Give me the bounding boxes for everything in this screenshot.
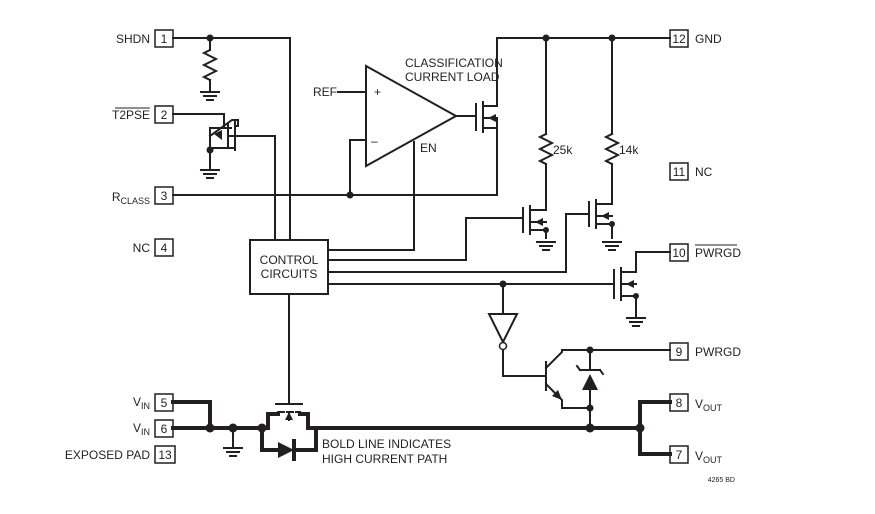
opamp-feedback [349,139,367,196]
npn-transistor [544,346,671,409]
pin-vin-sub: IN [141,427,150,437]
pin-exposed-pad: EXPOSED PAD 13 [65,445,176,464]
pin-rclass-sub: CLASS [120,196,150,206]
pin-box [669,342,689,361]
pin-rclass: RCLASS 3 [112,186,174,206]
resistor-14k-label: 14k [619,143,639,157]
pin-pwrgd-label: PWRGD [695,345,741,359]
ground-icon [200,169,220,179]
pin-box [669,162,689,181]
pin-vout-label: VOUT [695,397,723,413]
bold-note-line2: HIGH CURRENT PATH [322,452,447,466]
pin-t2pse: T2PSE 2 [112,105,174,124]
en-label: EN [420,141,437,155]
ground-icon [626,317,646,327]
ground-icon [602,241,622,251]
resistor-25k-label: 25k [553,143,573,157]
inverter-buffer [487,280,547,377]
zener-diode [575,349,605,429]
rclass-net [172,117,498,196]
pin-number: 6 [161,422,168,436]
opamp-minus-label: – [371,134,378,148]
bold-note-line1: BOLD LINE INDICATES [322,437,451,451]
pin-gnd-label: GND [695,32,722,46]
pin-vin-6: VIN 6 [133,419,174,438]
high-current-path [171,400,672,456]
control-circuits-block: CONTROL CIRCUITS [249,239,329,295]
pin-nc-right: 11 NC [669,162,713,181]
pin-vout-7: 7 VOUT [669,445,723,465]
pin-vin-name: V [133,395,141,409]
pass-mosfet [260,403,318,461]
class-load-nmos: CLASSIFICATION CURRENT LOAD [405,37,671,133]
nmos-25k [327,205,556,261]
pin-vout-name: V [695,449,703,463]
pin-nc-label: NC [133,241,151,255]
shdn-net [172,34,291,241]
pin-pwrgd-bar-label: PWRGD [695,246,741,260]
pin-vout-label: VOUT [695,449,723,465]
pin-number: 9 [676,345,683,359]
class-load-line1: CLASSIFICATION [405,56,503,70]
pin-vin-sub: IN [141,401,150,411]
pin-number: 12 [672,32,686,46]
pin-vout-8: 8 VOUT [669,393,723,413]
pin-number: 11 [673,165,686,179]
control-line2: CIRCUITS [261,267,318,281]
t2pse-nmos [172,113,276,241]
pin-gnd: 12 GND [669,29,722,48]
ref-label: REF [313,85,337,99]
pin-rclass-label: RCLASS [112,190,150,206]
pin-box [154,445,176,464]
opamp-plus-label: + [374,85,381,99]
pin-vin-label: VIN [133,395,150,411]
pin-vin-name: V [133,421,141,435]
pulldown-resistor [201,48,219,82]
nmos-14k [327,199,622,273]
resistor-14k: 14k [603,37,639,205]
pin-t2pse-label: T2PSE [112,108,150,122]
pwrgd-bar-nmos [613,251,671,327]
control-line1: CONTROL [260,253,319,267]
pin-vout-sub: OUT [703,455,723,465]
pin-vin-5: VIN 5 [133,393,174,412]
opamp: + – REF EN [313,64,477,251]
ground-icon [200,91,220,101]
pin-shdn-label: SHDN [116,32,150,46]
ground-icon [536,241,556,251]
vin-ground [223,427,243,457]
pin-number: 8 [676,396,683,410]
pin-nc-left: NC 4 [133,238,174,257]
pin-rclass-name: R [112,190,121,204]
pin-number: 4 [161,241,168,255]
pin-nc-label: NC [695,165,713,179]
pin-box [154,238,174,257]
pin-number: 7 [676,448,683,462]
pin-exposed-pad-label: EXPOSED PAD [65,448,150,462]
pin-number: 13 [158,448,172,462]
pin-number: 10 [672,246,686,260]
pin-pwrgd-bar: 10 PWRGD [669,243,741,262]
pin-vout-name: V [695,397,703,411]
figure-id: 4265 BD [708,477,735,484]
pin-vout-sub: OUT [703,403,723,413]
resistor-25k: 25k [537,37,573,211]
pin-shdn: SHDN 1 [116,29,174,48]
class-load-line2: CURRENT LOAD [405,70,500,84]
pin-number: 2 [161,108,168,122]
pin-number: 1 [161,32,168,46]
pin-number: 3 [161,189,168,203]
pin-vin-label: VIN [133,421,150,437]
pin-pwrgd: 9 PWRGD [669,342,741,361]
ground-icon [223,447,243,457]
pin-number: 5 [161,396,168,410]
